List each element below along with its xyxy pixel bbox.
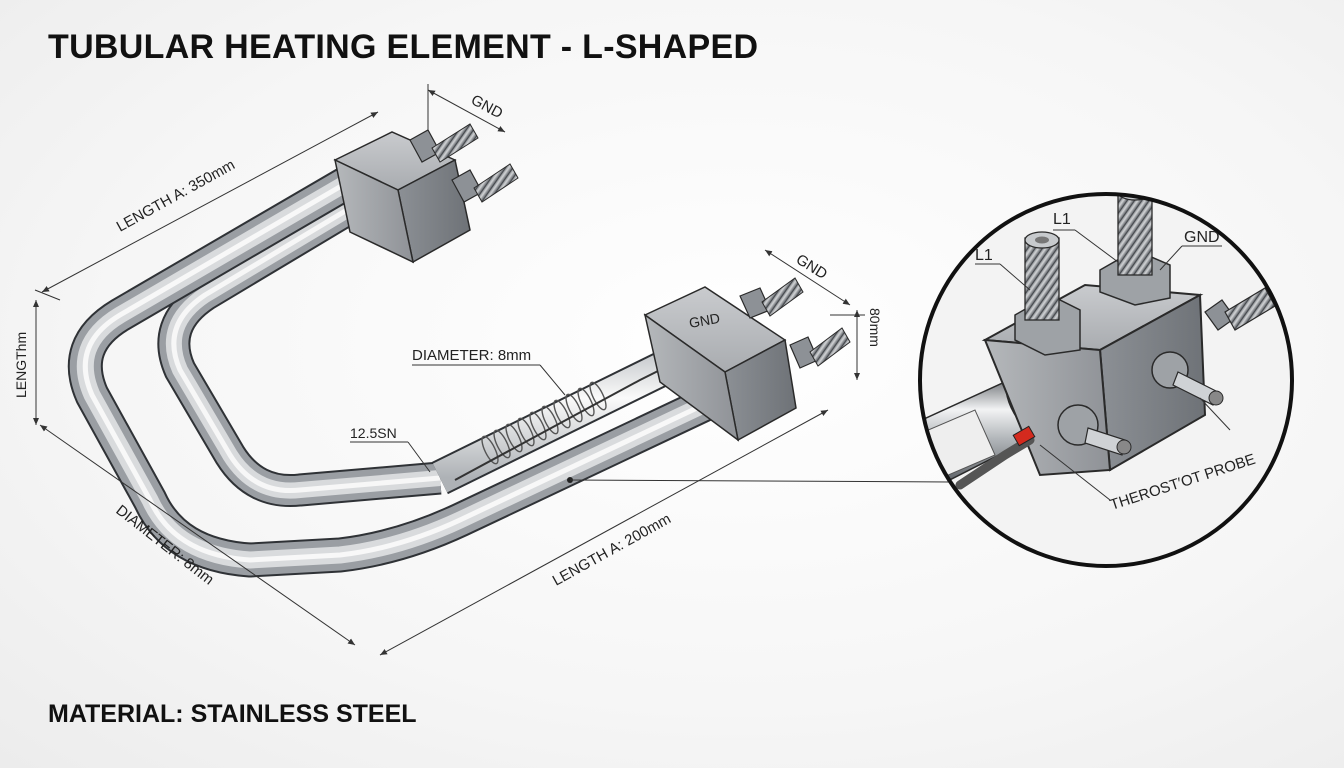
detail-fitting	[1057, 404, 1132, 456]
detail-view: L1 L1 GND THEROST′OT PROBE	[918, 192, 1294, 568]
diameter-center-label: DIAMETER: 8mm	[412, 347, 531, 364]
terminal-stud	[409, 123, 479, 163]
dim-12-5-label: 12.5SN	[350, 425, 397, 441]
length-a-bottom-label: LENGTH A: 200mm	[550, 510, 674, 589]
detail-l1-left-label: L1	[975, 247, 993, 264]
terminal-block-top	[333, 123, 519, 264]
length-a-top-label: LENGTH A: 350mm	[114, 156, 238, 235]
gnd-top-label: GND	[468, 92, 506, 123]
terminal-stud	[451, 163, 519, 203]
detail-l1-top-label: L1	[1053, 211, 1071, 228]
dim-80-label: 80mm	[867, 308, 883, 347]
dimension-lines: LENGTH A: 350mm GND LENGThm GND 80mm DIA…	[13, 84, 951, 656]
detail-thermostat-probe	[955, 425, 1036, 490]
material-note: MATERIAL: STAINLESS STEEL	[48, 700, 417, 728]
block-gnd-label: GND	[688, 310, 721, 331]
gnd-right-dim-label: GND	[793, 251, 830, 283]
detail-gnd-label: GND	[1184, 229, 1220, 246]
length-left-label: LENGThm	[13, 332, 29, 398]
detail-fitting	[1151, 351, 1224, 406]
terminal-stud	[739, 277, 804, 319]
diagram-title: TUBULAR HEATING ELEMENT - L-SHAPED	[48, 28, 759, 66]
detail-stud-l1-left	[1014, 231, 1081, 356]
terminal-stud	[789, 327, 851, 369]
detail-circle-border	[918, 192, 1294, 568]
terminal-block-right: GND	[643, 277, 851, 442]
